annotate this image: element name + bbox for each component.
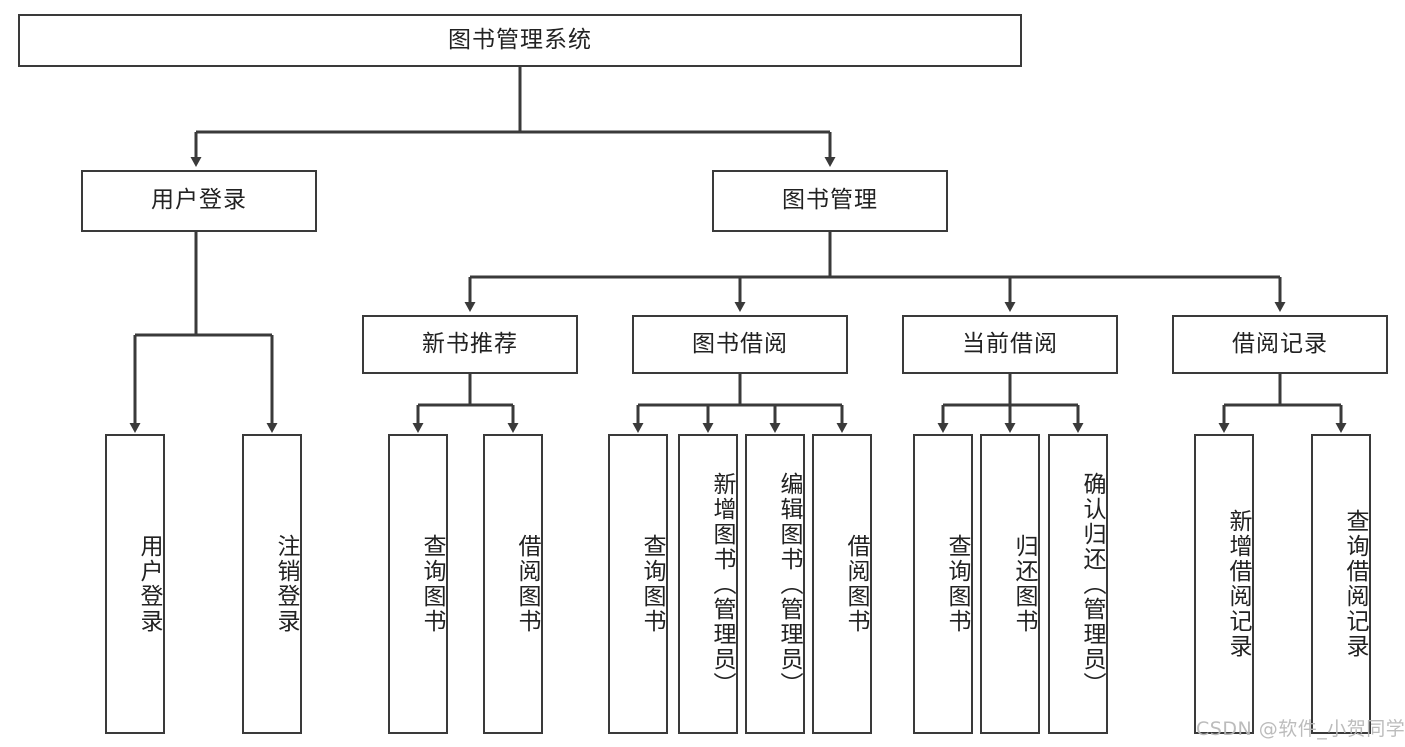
leaf-record-query[interactable]: 查询借阅记录	[1311, 434, 1371, 734]
leaf-current-return-book[interactable]: 归还图书	[980, 434, 1040, 734]
node-borrow-record[interactable]: 借阅记录	[1172, 315, 1388, 374]
node-current-borrow[interactable]: 当前借阅	[902, 315, 1118, 374]
leaf-borrow-add-book-admin[interactable]: 新增图书（管理员）	[678, 434, 738, 734]
node-label: 借阅记录	[1232, 330, 1328, 357]
node-label: 归还图书	[1011, 534, 1037, 634]
node-label: 查询图书	[419, 534, 445, 634]
leaf-new-book-borrow[interactable]: 借阅图书	[483, 434, 543, 734]
node-book-borrow[interactable]: 图书借阅	[632, 315, 848, 374]
node-label: 借阅图书	[514, 534, 540, 634]
node-label: 编辑图书（管理员）	[776, 471, 802, 697]
node-label: 图书管理	[782, 187, 878, 214]
node-label: 图书借阅	[692, 330, 788, 357]
node-label: 图书管理系统	[448, 26, 592, 53]
node-label: 查询图书	[639, 534, 665, 634]
node-label: 新增图书（管理员）	[709, 471, 735, 697]
leaf-borrow-query-book[interactable]: 查询图书	[608, 434, 668, 734]
leaf-borrow-borrow-book[interactable]: 借阅图书	[812, 434, 872, 734]
node-label: 用户登录	[136, 534, 162, 634]
leaf-current-confirm-return-admin[interactable]: 确认归还（管理员）	[1048, 434, 1108, 734]
leaf-current-query-book[interactable]: 查询图书	[913, 434, 973, 734]
node-new-book-recommend[interactable]: 新书推荐	[362, 315, 578, 374]
node-label: 用户登录	[151, 187, 247, 214]
node-label: 当前借阅	[962, 330, 1058, 357]
node-root-system[interactable]: 图书管理系统	[18, 14, 1022, 67]
leaf-logout[interactable]: 注销登录	[242, 434, 302, 734]
node-label: 借阅图书	[843, 534, 869, 634]
csdn-watermark: CSDN @软件_小贺同学	[1196, 718, 1405, 740]
node-user-login[interactable]: 用户登录	[81, 170, 317, 232]
leaf-record-add[interactable]: 新增借阅记录	[1194, 434, 1254, 734]
node-label: 新增借阅记录	[1225, 509, 1251, 659]
node-label: 查询借阅记录	[1342, 509, 1368, 659]
node-label: 新书推荐	[422, 330, 518, 357]
node-label: 查询图书	[944, 534, 970, 634]
node-label: 注销登录	[273, 534, 299, 634]
node-book-management[interactable]: 图书管理	[712, 170, 948, 232]
leaf-borrow-edit-book-admin[interactable]: 编辑图书（管理员）	[745, 434, 805, 734]
leaf-new-book-query[interactable]: 查询图书	[388, 434, 448, 734]
node-label: 确认归还（管理员）	[1079, 471, 1105, 697]
leaf-user-login[interactable]: 用户登录	[105, 434, 165, 734]
